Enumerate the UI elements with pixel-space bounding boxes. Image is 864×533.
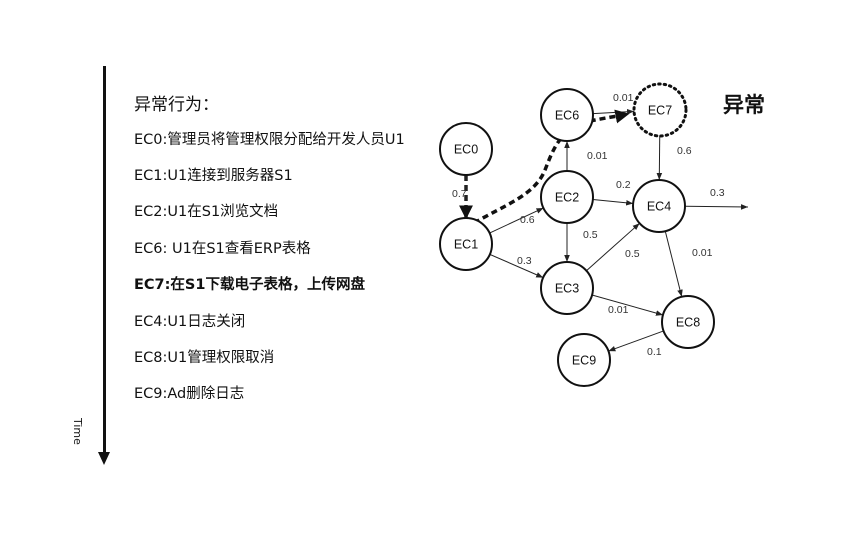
node-ec3: EC3 — [540, 261, 594, 315]
node-circle-ec1 — [439, 217, 493, 271]
edge-weight-ec7-ec4: 0.6 — [677, 145, 692, 157]
anomaly-path-layer — [473, 109, 630, 225]
edge-ec6-ec7 — [592, 108, 635, 115]
event-ec1: EC1:U1连接到服务器S1 — [134, 168, 293, 184]
edge-weight-ec8-ec9: 0.1 — [647, 346, 662, 358]
node-ec6: EC6 — [540, 88, 594, 142]
node-ec8: EC8 — [661, 295, 715, 349]
node-circle-ec6 — [540, 88, 594, 142]
node-ec4: EC4 — [632, 179, 686, 233]
edge-weight-ec2-ec4: 0.2 — [616, 179, 631, 191]
edge-ec3-ec4 — [586, 222, 640, 272]
event-ec2: EC2:U1在S1浏览文档 — [134, 204, 279, 220]
anomaly-path-arrow — [473, 109, 630, 225]
edge-ec1-ec2 — [489, 207, 544, 234]
node-label-ec9: EC9 — [572, 354, 596, 368]
node-circle-ec9 — [557, 333, 611, 387]
edge-ec4-out — [684, 204, 749, 210]
edge-weight-ec2-ec6: 0.01 — [587, 150, 608, 162]
edge-labels-layer: 0.7 0.6 0.3 0.01 0.2 0.5 0.5 0.01 0.01 0.6 0.01 0.3… — [452, 92, 725, 358]
node-label-ec2: EC2 — [555, 191, 579, 205]
node-circle-ec8 — [661, 295, 715, 349]
node-ec9: EC9 — [557, 333, 611, 387]
edge-weight-ec6-ec7: 0.01 — [613, 92, 634, 104]
node-label-ec3: EC3 — [555, 282, 579, 296]
timeline-axis — [103, 66, 106, 454]
node-ec2: EC2 — [540, 170, 594, 224]
node-ec0: EC0 — [439, 122, 493, 176]
timeline-arrowhead — [98, 452, 110, 465]
node-ec1: EC1 — [439, 217, 493, 271]
event-ec4: EC4:U1日志关闭 — [134, 314, 246, 330]
event-ec7: EC7:在S1下载电子表格，上传网盘 — [134, 277, 365, 293]
edges-layer — [459, 108, 749, 352]
node-label-ec7: EC7 — [648, 104, 672, 118]
node-circle-ec0 — [439, 122, 493, 176]
node-circle-ec3 — [540, 261, 594, 315]
edge-ec8-ec9 — [608, 330, 664, 352]
node-circle-ec7 — [632, 82, 688, 138]
node-label-ec6: EC6 — [555, 109, 579, 123]
anomaly-title: 异常 — [723, 93, 765, 117]
event-ec0: EC0:管理员将管理权限分配给开发人员U1 — [134, 132, 405, 148]
edge-weight-ec2-ec3: 0.5 — [583, 229, 598, 241]
edge-ec2-ec4 — [592, 199, 634, 206]
node-circle-ec4 — [632, 179, 686, 233]
edge-weight-ec4-out: 0.3 — [710, 187, 725, 199]
edge-weight-ec1-ec3: 0.3 — [517, 255, 532, 267]
node-ec7: EC7 — [632, 82, 688, 138]
edge-ec4-ec8 — [664, 231, 683, 297]
edge-weight-ec3-ec4: 0.5 — [625, 248, 640, 260]
node-label-ec4: EC4 — [647, 200, 671, 214]
events-heading: 异常行为： — [134, 95, 219, 115]
node-label-ec0: EC0 — [454, 143, 478, 157]
event-ec6: EC6: U1在S1查看ERP表格 — [134, 241, 311, 257]
event-ec8: EC8:U1管理权限取消 — [134, 350, 275, 366]
edge-ec3-ec8 — [591, 294, 664, 316]
node-label-ec1: EC1 — [454, 238, 478, 252]
node-label-ec8: EC8 — [676, 316, 700, 330]
event-ec9: EC9:Ad删除日志 — [134, 386, 245, 402]
edge-weight-ec0-ec1: 0.7 — [452, 188, 467, 200]
edge-weight-ec3-ec8: 0.01 — [608, 304, 629, 316]
edge-ec1-ec3 — [489, 253, 544, 279]
edge-weight-ec1-ec2: 0.6 — [520, 214, 535, 226]
edge-weight-ec4-ec8: 0.01 — [692, 247, 713, 259]
node-circle-ec2 — [540, 170, 594, 224]
